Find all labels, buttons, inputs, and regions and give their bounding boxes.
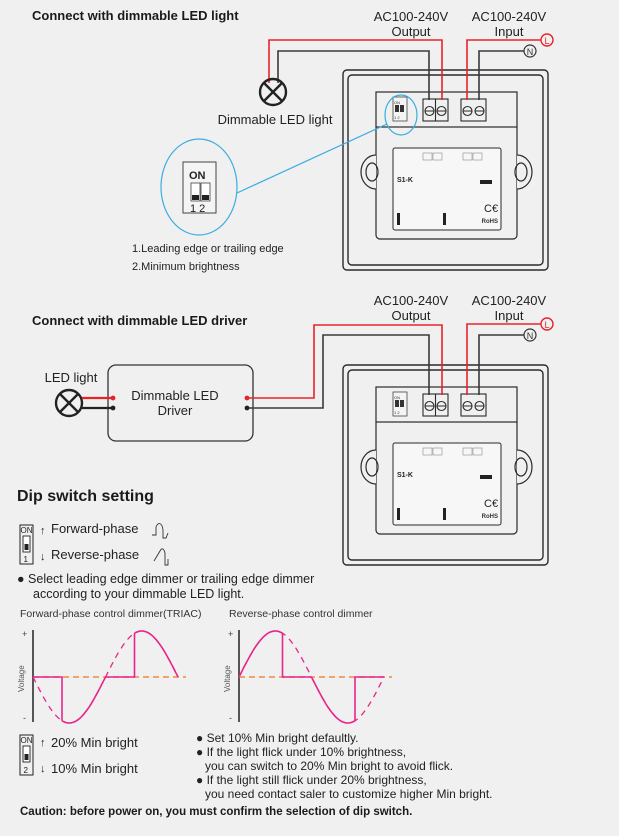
terminal-L-1: L <box>540 33 554 47</box>
bullet-icon: ● <box>196 773 207 787</box>
switch1-num: 1 <box>24 555 29 564</box>
forward-phase-wave-icon <box>152 523 169 539</box>
output-voltage: AC100-240V <box>373 293 449 308</box>
output-voltage: AC100-240V <box>373 9 449 24</box>
bullet-line1: Select leading edge dimmer or trailing e… <box>28 572 315 586</box>
bullet-icon: ● <box>196 745 207 759</box>
input-voltage: AC100-240V <box>471 9 547 24</box>
ylabel: Voltage <box>17 665 26 692</box>
driver-label-line2: Driver <box>157 403 193 418</box>
chart1-title: Forward-phase control dimmer(TRIAC) <box>20 608 202 620</box>
driver-input-neutral-dot <box>110 405 116 411</box>
output-text: Output <box>391 24 431 39</box>
terminal-L-2: L <box>540 317 554 331</box>
lamp-icon-2 <box>54 388 84 418</box>
live-input-wire <box>466 39 541 100</box>
bullet-icon: ● <box>17 572 29 586</box>
reverse-phase-wave-icon <box>153 548 169 566</box>
note2-line1: If the light flick under 10% brightness, <box>206 745 407 759</box>
dip-note-2: 2.Minimum brightness <box>132 261 240 273</box>
lamp-label-1: Dimmable LED light <box>217 112 333 127</box>
ytick-plus: + <box>228 629 233 639</box>
arrow-down-icon: ↓ <box>40 551 46 563</box>
live-output-wire <box>247 324 443 399</box>
dip-bullet: ● Select leading edge dimmer or trailing… <box>17 572 314 602</box>
forward-phase-chart: + - Voltage <box>17 629 186 724</box>
bullet-line2: according to your dimmable LED light. <box>33 587 245 601</box>
switch2-num: 2 <box>24 766 29 775</box>
terminal-N-1: N <box>523 44 537 58</box>
note3-line1: If the light still flick under 20% brigh… <box>206 773 427 787</box>
ytick-minus: - <box>23 713 26 723</box>
neutral-input-wire <box>478 50 524 100</box>
chopped-wave <box>33 630 179 724</box>
bullet-icon: ● <box>196 731 207 745</box>
lamp-icon-1 <box>258 77 288 107</box>
device-panel-2 <box>342 364 549 566</box>
lamp-label-2: LED light <box>44 370 98 385</box>
device-panel-1 <box>342 69 549 271</box>
driver-label: Dimmable LED Driver <box>115 388 235 418</box>
dip-note-1: 1.Leading edge or trailing edge <box>132 243 284 255</box>
live-output-wire <box>268 39 443 100</box>
note2-line2: you can switch to 20% Min bright to avoi… <box>205 759 454 773</box>
driver-output-neutral-dot <box>244 405 250 411</box>
section1-title: Connect with dimmable LED light <box>32 8 239 23</box>
neutral-output-wire <box>277 50 430 100</box>
live-input-wire <box>466 323 541 395</box>
terminal-L-label: L <box>544 36 549 46</box>
section1-wires <box>268 39 541 100</box>
dip-setting-title: Dip switch setting <box>17 488 154 505</box>
arrow-down-icon: ↓ <box>40 763 46 775</box>
input-label-2: AC100-240V Input <box>464 293 554 323</box>
switch1-up-label: Forward-phase <box>51 521 139 536</box>
driver-label-line1: Dimmable LED <box>131 388 219 403</box>
output-label-2: AC100-240V Output <box>366 293 456 323</box>
chart2-title: Reverse-phase control dimmer <box>229 608 373 620</box>
driver-input-live-dot <box>110 395 116 401</box>
ylabel: Voltage <box>223 665 232 692</box>
ytick-minus: - <box>229 713 232 723</box>
dip-callout: ON 1 2 <box>160 94 418 236</box>
dip-switch-1-icon: ON 1 <box>19 524 34 565</box>
neutral-input-wire <box>478 334 524 395</box>
terminal-N-label: N <box>527 331 534 341</box>
arrow-up-icon: ↑ <box>40 525 46 537</box>
driver-box <box>107 364 254 442</box>
section2-title: Connect with dimmable LED driver <box>32 313 248 328</box>
min-bright-notes: ● Set 10% Min bright defaultly. ● If the… <box>196 731 492 801</box>
switch2-down-label: 10% Min bright <box>51 761 138 776</box>
input-text: Input <box>494 24 524 39</box>
input-voltage: AC100-240V <box>471 293 547 308</box>
input-text: Input <box>494 308 524 323</box>
output-text: Output <box>391 308 431 323</box>
chopped-wave <box>238 630 384 724</box>
switch1-on: ON <box>21 526 33 535</box>
arrow-up-icon: ↑ <box>40 737 46 749</box>
input-label-1: AC100-240V Input <box>464 9 554 39</box>
driver-output-live-dot <box>244 395 250 401</box>
reverse-phase-chart: + - Voltage <box>223 629 392 724</box>
output-label-1: AC100-240V Output <box>366 9 456 39</box>
switch1-down-label: Reverse-phase <box>51 547 140 562</box>
switch2-on: ON <box>21 736 33 745</box>
terminal-N-2: N <box>523 328 537 342</box>
dip-numbers-label: 1 2 <box>190 203 205 215</box>
note1: Set 10% Min bright defaultly. <box>206 731 359 745</box>
ytick-plus: + <box>22 629 27 639</box>
terminal-N-label: N <box>527 47 534 57</box>
caution-footer: Caution: before power on, you must confi… <box>20 806 413 818</box>
neutral-output-wire <box>247 334 430 409</box>
dip-on-label: ON <box>189 170 206 182</box>
switch2-up-label: 20% Min bright <box>51 735 138 750</box>
note3-line2: you need contact saler to customize high… <box>205 787 493 801</box>
terminal-L-label: L <box>544 320 549 330</box>
dip-switch-2-icon: ON 2 <box>19 734 34 776</box>
section2-wires <box>82 323 541 410</box>
